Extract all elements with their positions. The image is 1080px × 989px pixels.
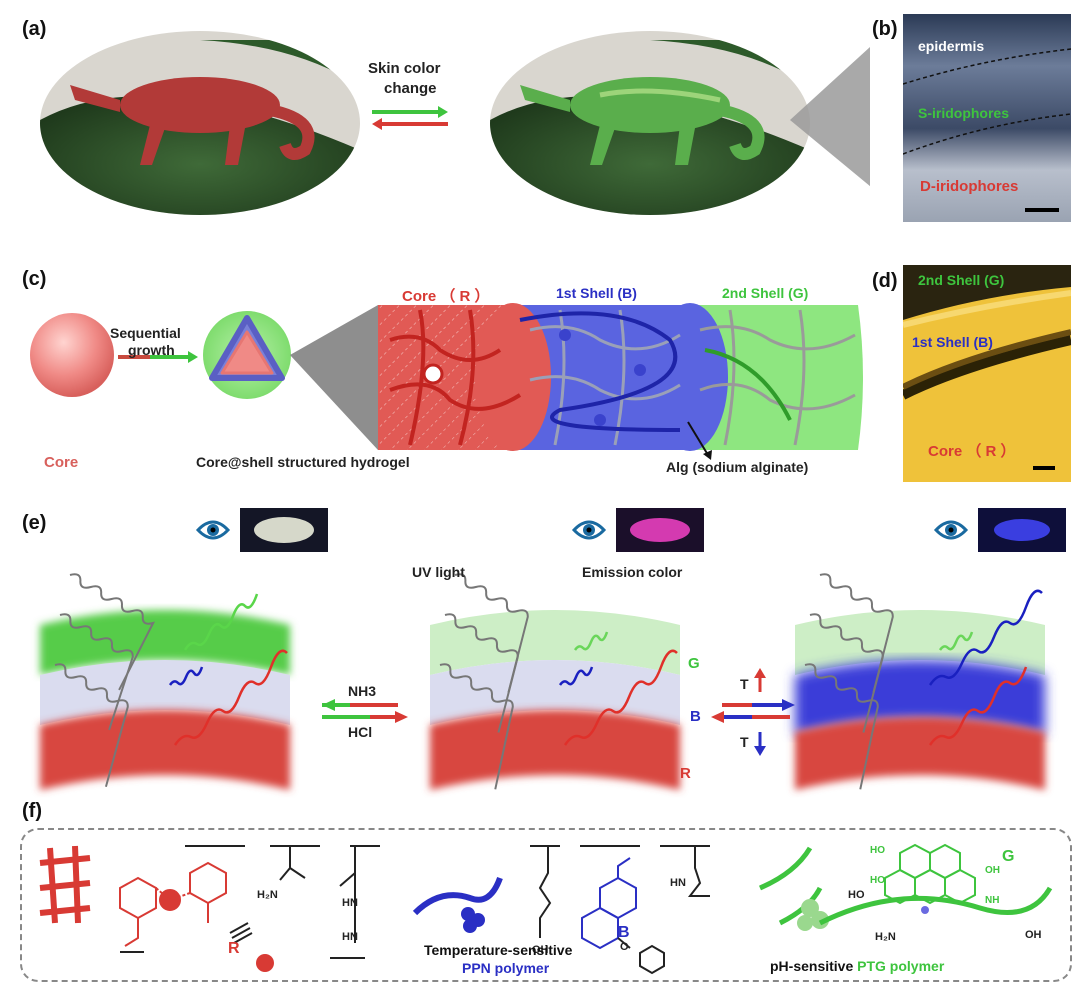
zoom-wedge-c: [290, 305, 378, 450]
panel-b-micrograph: [903, 14, 1071, 222]
panel-a-illustration: [40, 31, 870, 215]
svg-text:OH: OH: [985, 865, 1000, 876]
nh3-label: NH3: [348, 683, 377, 699]
svg-text:HN: HN: [342, 931, 358, 943]
panel-c-illustration: [30, 303, 863, 460]
eye-icon-right: [933, 520, 969, 540]
red-network-icon: [39, 845, 91, 924]
core-caption: Core: [44, 454, 79, 471]
ptg-name: PTG polymer: [857, 958, 945, 974]
d-shell2-label: 2nd Shell (G): [918, 272, 1005, 288]
perylene-structure: [884, 843, 976, 905]
arrow-right-icon: [438, 106, 448, 118]
red-chameleon-photo: [40, 31, 360, 215]
layer-b-label: B: [690, 708, 701, 725]
zoom-wedge: [790, 46, 870, 187]
svg-text:H₂N: H₂N: [875, 931, 896, 943]
d-core-label: Core （ R ）: [928, 443, 1016, 460]
panel-label-d: (d): [872, 270, 898, 292]
svg-text:HN: HN: [670, 877, 686, 889]
green-chameleon-photo: [490, 31, 810, 215]
epidermis-label: epidermis: [918, 38, 985, 54]
crosslink-icon: [256, 954, 274, 972]
skin-color-label-1: Skin color: [368, 60, 441, 77]
naphthalimide-ring: [581, 857, 637, 950]
arrow-left-icon: [372, 118, 382, 130]
g-structure-label: G: [1002, 848, 1015, 865]
hcl-label: HCl: [348, 724, 373, 740]
sequential-growth-label-2: growth: [128, 342, 175, 358]
uv-light-label: UV light: [412, 564, 465, 580]
panel-label-a: (a): [22, 18, 47, 40]
svg-text:HN: HN: [342, 897, 358, 909]
s-iridophores-label: S-iridophores: [918, 105, 1010, 121]
temperature-down-icon: [754, 746, 766, 756]
layer-stack-middle: [430, 610, 680, 790]
temperature-up-icon: [754, 668, 766, 678]
panel-f-structures: H₂N HN HN OH HN O HO H₂N OH HO HO OH NH: [39, 843, 1053, 975]
svg-text:O: O: [620, 941, 629, 953]
ppn-label-line1: Temperature-sensitive: [424, 942, 573, 958]
svg-text:OH: OH: [532, 944, 549, 956]
layer-stack-left: [40, 610, 290, 790]
phenyl-ring: [617, 937, 665, 975]
r-structure: [119, 861, 227, 947]
svg-text:NH: NH: [985, 895, 999, 906]
triple-bond-icon: [229, 922, 253, 944]
svg-text:H₂N: H₂N: [257, 889, 278, 901]
sequential-growth-label-1: Sequential: [110, 325, 181, 341]
b-structure-label: B: [618, 924, 630, 941]
backbone-polymer: [185, 845, 380, 959]
svg-text:OH: OH: [1025, 929, 1042, 941]
layer-r-label: R: [680, 765, 691, 782]
ptg-label: pH-sensitive PTG polymer: [770, 958, 944, 974]
ptg-prefix: pH-sensitive: [770, 958, 858, 974]
d-iridophores-label: D-iridophores: [920, 178, 1019, 195]
svg-text:HO: HO: [870, 845, 885, 856]
panel-f-frame: [20, 828, 1072, 982]
svg-text:HO: HO: [848, 889, 865, 901]
alg-caption: Alg (sodium alginate): [666, 459, 809, 475]
ppn-polymer-icon: [412, 876, 503, 916]
layer-stack-right: [795, 610, 1045, 790]
panel-label-f: (f): [22, 800, 42, 822]
layer-g-label: G: [688, 655, 700, 672]
coreshell-caption: Core@shell structured hydrogel: [196, 454, 410, 470]
core-sphere: [30, 313, 114, 397]
arrow-right-hcl-icon: [395, 711, 408, 723]
core-r-heading: Core （ R ）: [402, 288, 490, 305]
shell1-heading: 1st Shell (B): [556, 285, 637, 301]
panel-d-micrograph: [903, 265, 1071, 482]
panel-e-illustration: [40, 508, 1066, 790]
scale-bar-d: [1033, 466, 1055, 470]
arrow-right-t-icon: [782, 699, 795, 711]
emission-color-label: Emission color: [582, 564, 683, 580]
growth-arrow-icon: [188, 351, 198, 363]
r-structure-label: R: [228, 940, 240, 957]
panel-label-c: (c): [22, 268, 47, 290]
eye-icon-middle: [571, 520, 607, 540]
scale-bar: [1025, 208, 1059, 212]
arrow-left-t-icon: [711, 711, 724, 723]
t-up-label: T: [740, 676, 749, 692]
shell2-heading: 2nd Shell (G): [722, 285, 809, 301]
pointer-arrow-icon: [703, 450, 712, 460]
d-shell1-label: 1st Shell (B): [912, 334, 993, 350]
skin-color-label-2: change: [384, 80, 437, 97]
t-down-label: T: [740, 734, 749, 750]
ppn-label-line2: PPN polymer: [462, 960, 550, 976]
panel-label-b: (b): [872, 18, 898, 40]
svg-text:HO: HO: [870, 875, 885, 886]
eye-icon-left: [195, 520, 231, 540]
panel-label-e: (e): [22, 512, 47, 534]
